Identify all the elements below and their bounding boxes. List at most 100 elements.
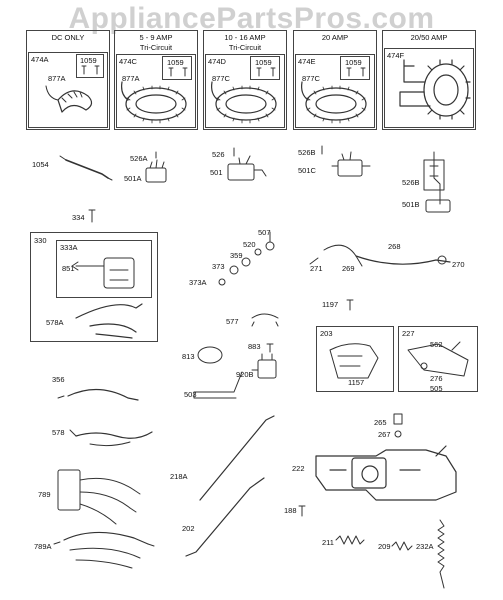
stator-teeth [126,85,366,124]
label-501a: 501A [124,174,142,183]
part-877c: 877C [302,74,320,83]
control-203-drawing [329,343,379,379]
label-232a: 232A [416,542,434,551]
ref-1059: 1059 [255,58,272,67]
stator-box-dc-only: DC ONLY [26,30,110,130]
clamp-813-drawing [197,346,223,364]
screw-334-drawing [88,209,96,223]
stator-box-header: 10 - 16 AMP [224,33,266,42]
label-211: 211 [322,538,334,547]
label-813: 813 [182,352,195,361]
coil-333a-drawing [71,257,135,289]
label-578: 578 [52,428,65,437]
part-877a: 877A [122,74,140,83]
stator-box-20-50-amp: 20/50 AMP [382,30,476,130]
bracket-222-drawing [315,445,457,501]
box-227 [398,326,478,392]
rod-202-drawing [185,477,265,557]
stator-dc-only-drawing [45,85,93,113]
wire-578-drawing [69,429,153,447]
stator-box-10-16-amp: 10 - 16 AMP Tri-Circuit [203,30,287,130]
bracket-503-drawing [193,371,243,399]
label-269: 269 [342,264,355,273]
label-883: 883 [248,342,261,351]
tag-474a: 474A [31,55,49,64]
bolt-icon [81,65,366,77]
part-883-drawing [266,343,274,353]
label-501c: 501C [298,166,316,175]
ref-1059: 1059 [167,58,184,67]
stator-box-5-9-amp: 5 - 9 AMP Tri-Circuit [114,30,198,130]
solenoid-920b-drawing [251,353,277,379]
spring-211-drawing [335,535,365,545]
label-333a: 333A [60,243,78,252]
cable-268-drawing [309,244,451,267]
label-526a: 526A [130,154,148,163]
label-267: 267 [378,430,391,439]
wire-356-drawing [57,388,139,401]
stator-box-header: DC ONLY [51,33,85,42]
label-851: 851 [62,264,75,273]
tag-474e: 474E [298,57,316,66]
label-330: 330 [34,236,47,245]
label-227: 227 [402,329,415,338]
stator-box-subheader: Tri-Circuit [228,43,262,52]
label-503: 503 [184,390,197,399]
label-507: 507 [258,228,271,237]
label-1157: 1157 [348,378,365,387]
label-188: 188 [284,506,297,515]
screw-1197-drawing [346,299,354,311]
spring-209-drawing [391,541,413,551]
label-789: 789 [38,490,51,499]
ref-1059: 1059 [345,58,362,67]
label-359: 359 [230,251,243,260]
label-577: 577 [226,317,239,326]
label-356: 356 [52,375,65,384]
stator-box-20-amp: 20 AMP [293,30,377,130]
box-330 [30,232,158,342]
stator-box-subheader: Tri-Circuit [139,43,173,52]
label-268: 268 [388,242,401,251]
label-203: 203 [320,329,333,338]
label-526b: 526B [298,148,316,157]
regulator-501a-drawing [145,151,167,183]
box-203 [316,326,394,392]
label-789a: 789A [34,542,52,551]
stator-ring-drawing [121,81,367,121]
label-501b: 501B [402,200,420,209]
tag-box-474f [384,48,474,128]
label-526b: 526B [402,178,420,187]
part-877a: 877A [48,74,66,83]
label-520: 520 [243,240,256,249]
label-373a: 373A [189,278,207,287]
harness-789a-drawing [53,531,155,569]
label-271: 271 [310,264,323,273]
label-276: 276 [430,374,443,383]
label-265: 265 [374,418,387,427]
screw-188-drawing [298,505,306,517]
rod-218a-drawing [199,415,275,501]
label-1197: 1197 [322,300,339,309]
harness-789-drawing [57,469,141,525]
label-1054: 1054 [32,160,49,169]
label-526: 526 [212,150,225,159]
spring-232a-drawing [437,519,445,589]
regulator-501b-drawing [423,151,451,213]
label-920b: 920B [236,370,254,379]
label-222: 222 [292,464,305,473]
tag-474c: 474C [119,57,137,66]
stator-box-header: 20 AMP [321,33,349,42]
stator-box-header: 5 - 9 AMP [139,33,173,42]
label-218a: 218A [170,472,188,481]
tag-474d: 474D [208,57,226,66]
stator-box-header: 20/50 AMP [410,33,448,42]
hardware-cluster-drawing [218,231,275,286]
ref-1059: 1059 [80,56,97,65]
label-578a: 578A [46,318,64,327]
label-505: 505 [430,384,443,393]
label-270: 270 [452,260,465,269]
label-501: 501 [210,168,223,177]
bracket-227-drawing [407,341,469,377]
